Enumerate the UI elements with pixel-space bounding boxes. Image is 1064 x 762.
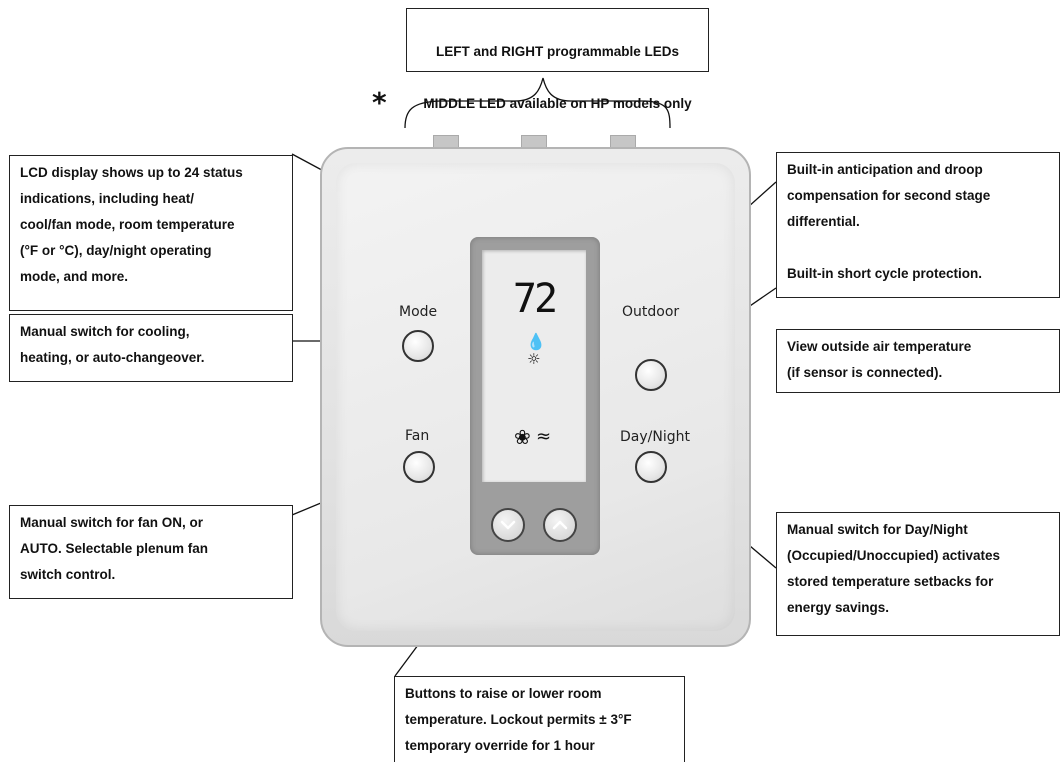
fan-switch-callout: Manual switch for fan ON, or AUTO. Selec… (9, 505, 293, 599)
middle-led (521, 135, 547, 148)
lcd-callout: LCD display shows up to 24 status indica… (9, 155, 293, 311)
fan-button[interactable] (403, 451, 435, 483)
outdoor-button[interactable] (635, 359, 667, 391)
day-night-label: Day/Night (620, 429, 690, 445)
right-led (610, 135, 636, 148)
down-arrow-icon (500, 520, 516, 530)
arrows-callout: Buttons to raise or lower room temperatu… (394, 676, 685, 762)
down-arrow-button[interactable] (491, 508, 525, 542)
fan-label: Fan (405, 428, 430, 444)
leds-note-line1: LEFT and RIGHT programmable LEDs (435, 44, 680, 59)
mode-switch-callout: Manual switch for cooling, heating, or a… (9, 314, 293, 382)
anticipation-callout: Built-in anticipation and droop compensa… (776, 152, 1060, 298)
up-arrow-button[interactable] (543, 508, 577, 542)
outdoor-callout: View outside air temperature (if sensor … (776, 329, 1060, 393)
flame-icon: 💧 (526, 332, 546, 351)
fan-icon: ❀ (514, 425, 531, 449)
leds-note-line2: MIDDLE LED available on HP models only (423, 96, 692, 111)
asterisk-mark: * (372, 86, 387, 119)
left-led (433, 135, 459, 148)
day-night-button[interactable] (635, 451, 667, 483)
outdoor-label: Outdoor (622, 304, 680, 320)
lcd-temperature: 72 (512, 276, 558, 322)
up-arrow-icon (552, 520, 568, 530)
day-night-callout: Manual switch for Day/Night (Occupied/Un… (776, 512, 1060, 636)
mode-button[interactable] (402, 330, 434, 362)
heat-waves-icon: ≈ (536, 426, 552, 447)
leds-note-callout: LEFT and RIGHT programmable LEDs MIDDLE … (406, 8, 709, 111)
lcd-display: 72 💧 ☼ ❀ ≈ (482, 250, 586, 482)
mode-label: Mode (399, 304, 438, 320)
sun-icon: ☼ (527, 350, 541, 368)
